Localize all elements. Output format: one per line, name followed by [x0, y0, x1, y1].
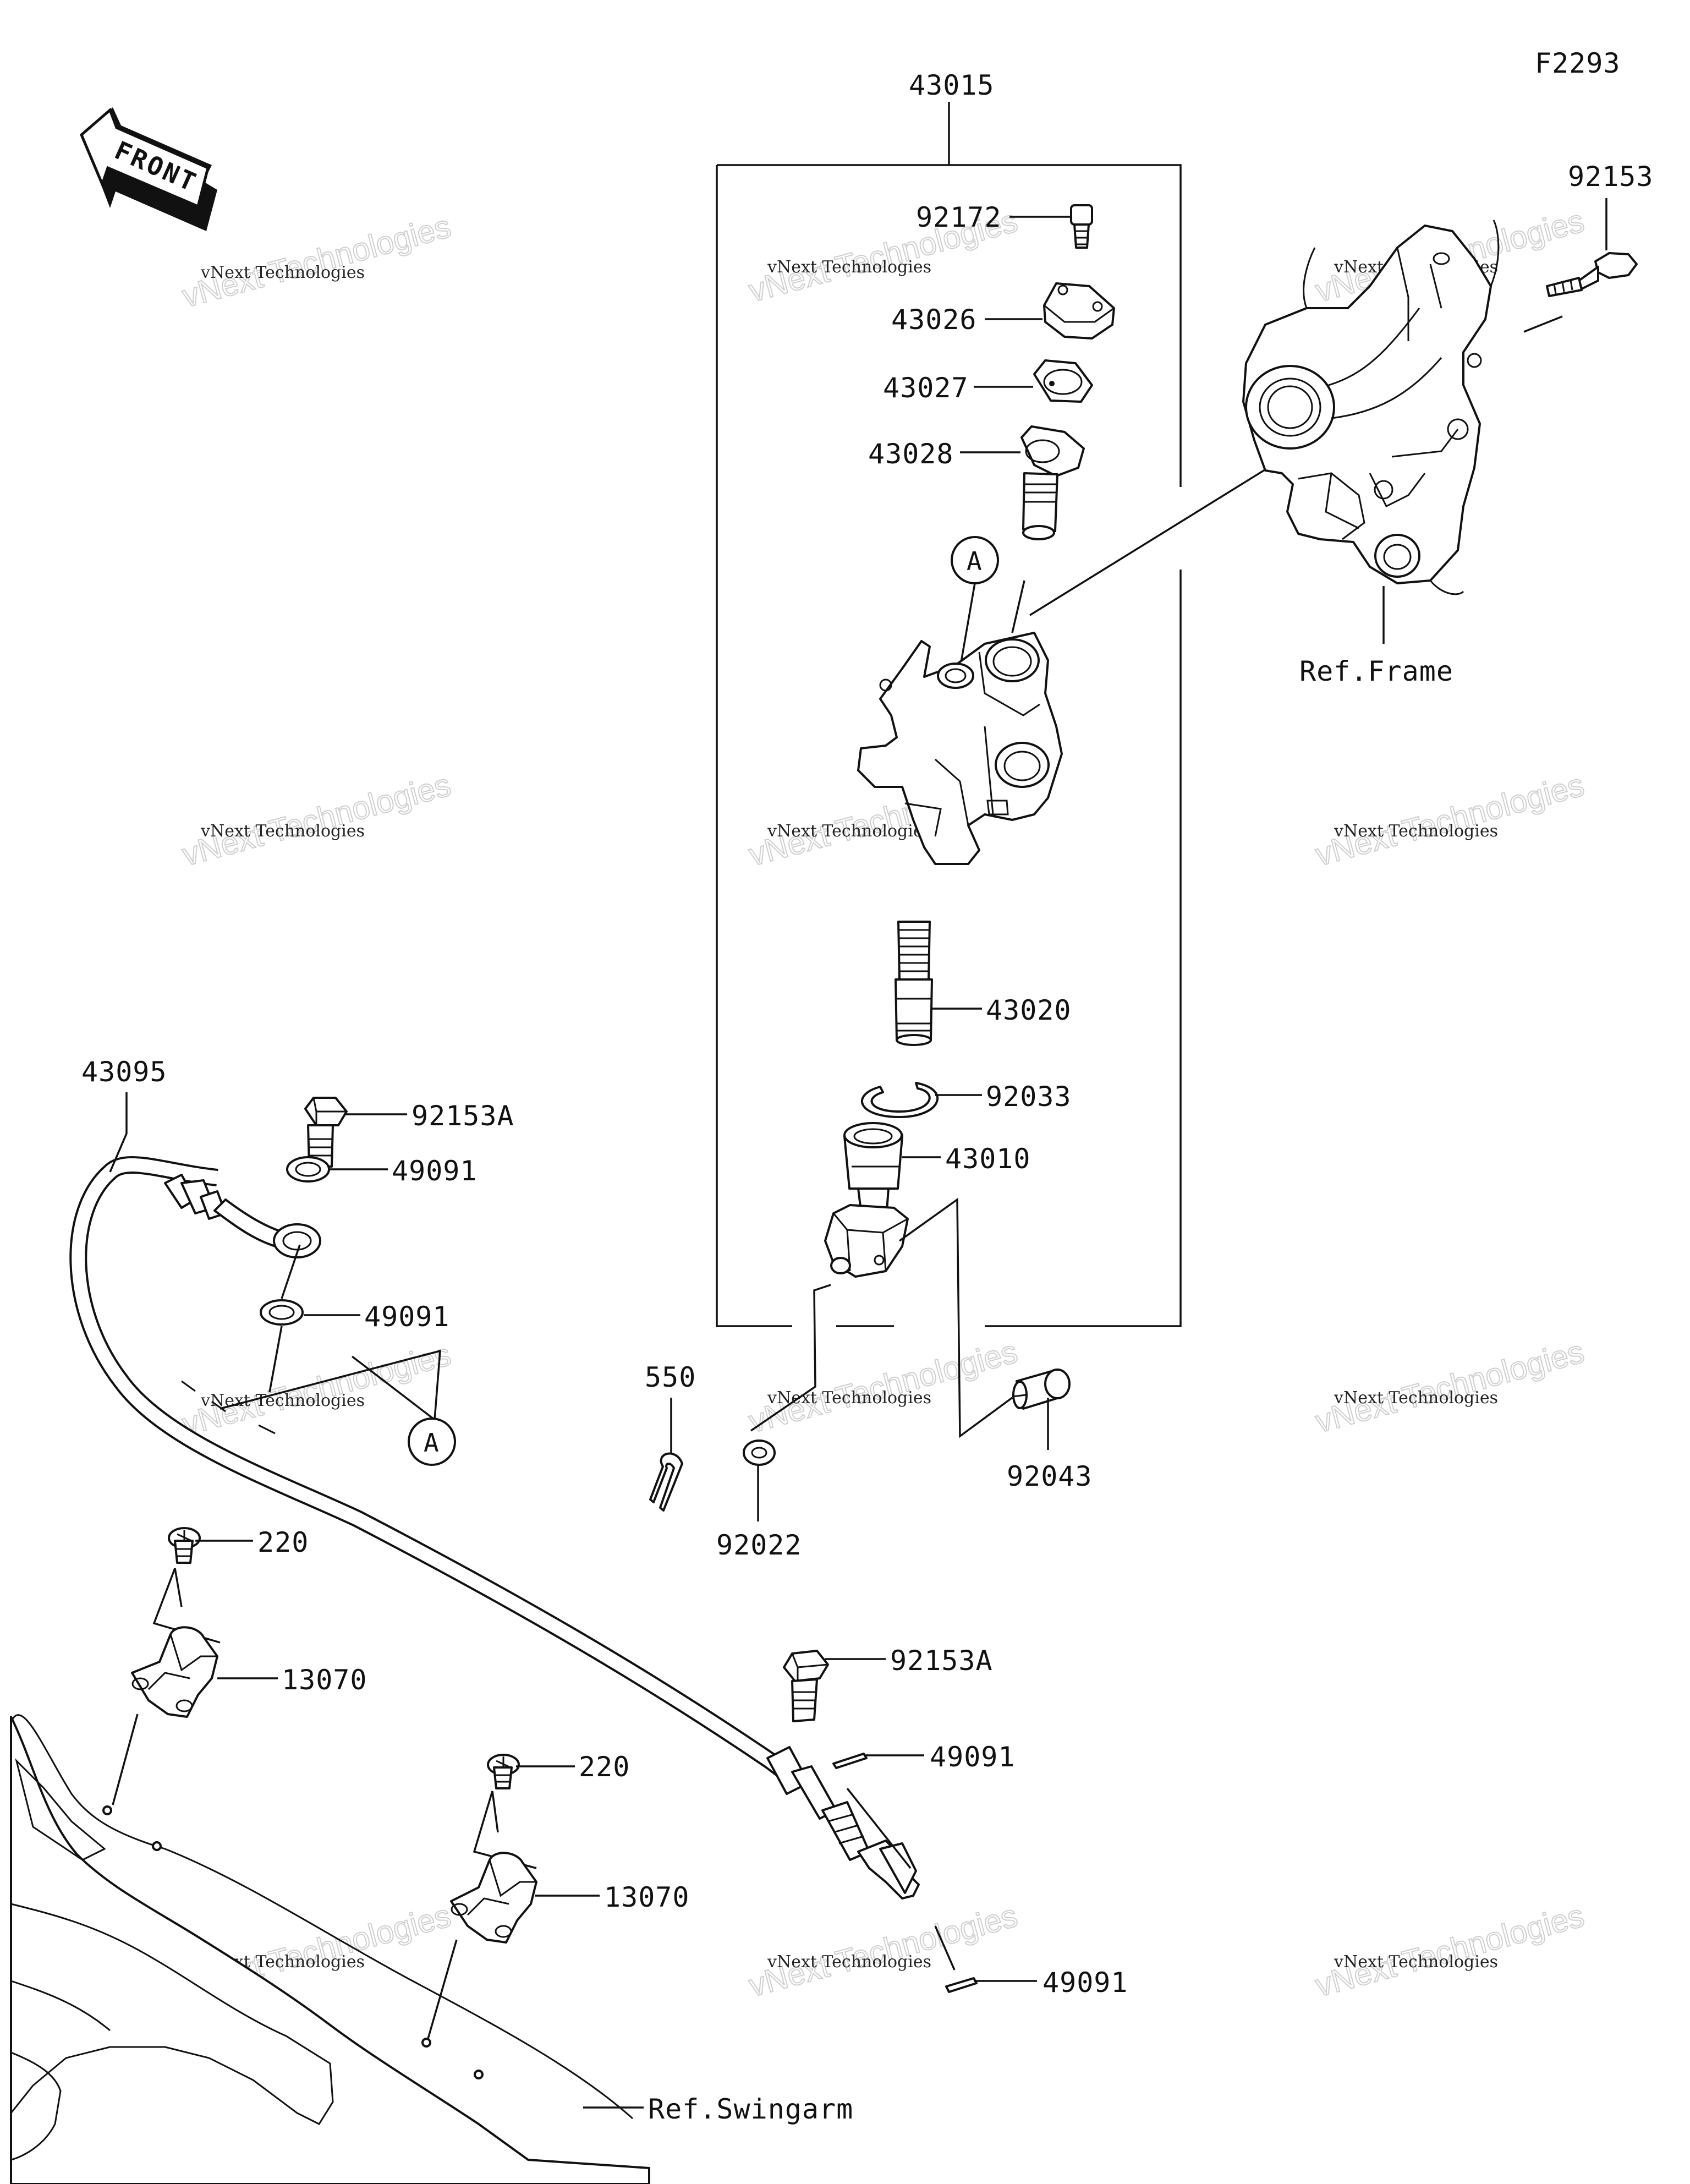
- callout-a-upper: A: [951, 536, 1025, 669]
- label-gasket-4: 49091: [1042, 1967, 1128, 1999]
- diagram-code: F2293: [1535, 47, 1621, 79]
- label-assembly: 43015: [909, 69, 995, 101]
- label-pin: 92043: [1007, 1460, 1093, 1492]
- callout-marker: A: [967, 546, 982, 576]
- label-cotter-pin: 550: [645, 1361, 696, 1393]
- assembly-bracket: 43015: [716, 69, 1182, 1327]
- label-bolt-top: 92172: [916, 201, 1002, 233]
- svg-text:vNext Technologies: vNext Technologies: [179, 767, 455, 873]
- svg-text:vNext Technologies: vNext Technologies: [1312, 767, 1588, 873]
- banjo-bolt-upper: 92153A: [304, 1097, 514, 1168]
- callout-a-lower: A: [220, 1244, 456, 1466]
- diaphragm-43027: 43027: [883, 359, 1093, 404]
- svg-text:vNext Technologies: vNext Technologies: [200, 263, 365, 282]
- label-piston-kit: 43020: [986, 994, 1072, 1026]
- guide-13070-a: 13070: [112, 1568, 367, 1805]
- gasket-49091-b: 49091: [260, 1299, 450, 1333]
- watermark: vNext Technologies vNext Technologies: [178, 767, 456, 874]
- label-ref-frame: Ref.Frame: [1299, 655, 1453, 687]
- washer-92022: 92022: [716, 1439, 802, 1561]
- screw-220-a: 220: [168, 1526, 309, 1564]
- svg-text:vNext Technologies: vNext Technologies: [767, 822, 931, 841]
- svg-text:vNext Technologies: vNext Technologies: [179, 209, 455, 315]
- svg-text:vNext Technologies: vNext Technologies: [1312, 1334, 1588, 1440]
- watermark: vNext Technologies vNext Technologies: [1312, 1333, 1589, 1441]
- label-ref-swingarm: Ref.Swingarm: [648, 2093, 853, 2125]
- watermark: vNext Technologies vNext Technologies: [745, 1897, 1022, 2005]
- svg-text:vNext Technologies: vNext Technologies: [1312, 1898, 1588, 2004]
- gasket-49091-c: 49091: [832, 1741, 1016, 1869]
- callout-marker-lower: A: [424, 1428, 439, 1458]
- label-banjo-bolt-upper: 92153A: [411, 1100, 514, 1132]
- label-guide-1: 13070: [282, 1664, 367, 1696]
- watermark: vNext Technologies vNext Technologies: [745, 1333, 1022, 1441]
- label-screw-2: 220: [579, 1751, 630, 1783]
- watermark: vNext Technologies vNext Technologies: [1312, 1897, 1589, 2005]
- frame-bolt-92153: 92153: [1523, 161, 1654, 333]
- label-washer: 92022: [716, 1529, 802, 1561]
- label-screw-1: 220: [257, 1526, 309, 1558]
- label-brake-hose: 43095: [81, 1056, 167, 1088]
- label-circlip: 92033: [986, 1081, 1072, 1113]
- label-reservoir: 43028: [868, 438, 954, 470]
- swingarm-reference: Ref.Swingarm: [10, 1714, 853, 2184]
- svg-text:vNext Technologies: vNext Technologies: [745, 1334, 1022, 1440]
- screw-220-b: 220: [487, 1751, 630, 1789]
- label-diaphragm: 43027: [883, 372, 969, 404]
- push-rod-43010: 43010: [750, 1122, 1031, 1438]
- pin-92043: 92043: [1007, 1369, 1093, 1492]
- label-reservoir-cap: 43026: [891, 304, 977, 336]
- svg-text:vNext Technologies: vNext Technologies: [1334, 822, 1498, 841]
- svg-text:vNext Technologies: vNext Technologies: [767, 1952, 931, 1972]
- frame-reference: Ref.Frame: [1242, 220, 1500, 687]
- cotter-pin-550: 550: [645, 1361, 696, 1512]
- label-frame-bolt: 92153: [1568, 161, 1654, 193]
- gasket-49091-d: 49091: [934, 1925, 1128, 1999]
- svg-text:vNext Technologies: vNext Technologies: [767, 1388, 931, 1408]
- svg-text:vNext Technologies: vNext Technologies: [200, 822, 365, 841]
- brake-hose-43095: 43095: [69, 1056, 920, 1900]
- label-banjo-bolt-lower: 92153A: [890, 1645, 993, 1677]
- gasket-49091-a: 49091: [286, 1155, 478, 1187]
- piston-kit-43020: 43020: [895, 921, 1072, 1046]
- label-gasket-3: 49091: [930, 1741, 1016, 1773]
- label-gasket-2: 49091: [364, 1301, 450, 1333]
- reservoir-43028: 43028: [868, 425, 1085, 540]
- svg-text:vNext Technologies: vNext Technologies: [1334, 1952, 1498, 1972]
- banjo-bolt-lower: 92153A: [783, 1645, 993, 1722]
- reservoir-cap-43026: 43026: [891, 282, 1115, 340]
- svg-text:vNext Technologies: vNext Technologies: [745, 1898, 1022, 2004]
- watermark: vNext Technologies vNext Technologies: [1312, 767, 1589, 874]
- watermark: vNext Technologies vNext Technologies: [178, 208, 456, 315]
- label-push-rod: 43010: [945, 1143, 1031, 1175]
- label-guide-2: 13070: [604, 1881, 690, 1913]
- svg-text:vNext Technologies: vNext Technologies: [1334, 1388, 1498, 1408]
- front-arrow-icon: FRONT: [79, 107, 217, 231]
- svg-text:vNext Technologies: vNext Technologies: [767, 258, 931, 277]
- circlip-92033: 92033: [861, 1081, 1072, 1118]
- bolt-92172: 92172: [916, 201, 1093, 249]
- label-gasket-1: 49091: [392, 1155, 478, 1187]
- guide-13070-b: 13070: [427, 1791, 690, 2039]
